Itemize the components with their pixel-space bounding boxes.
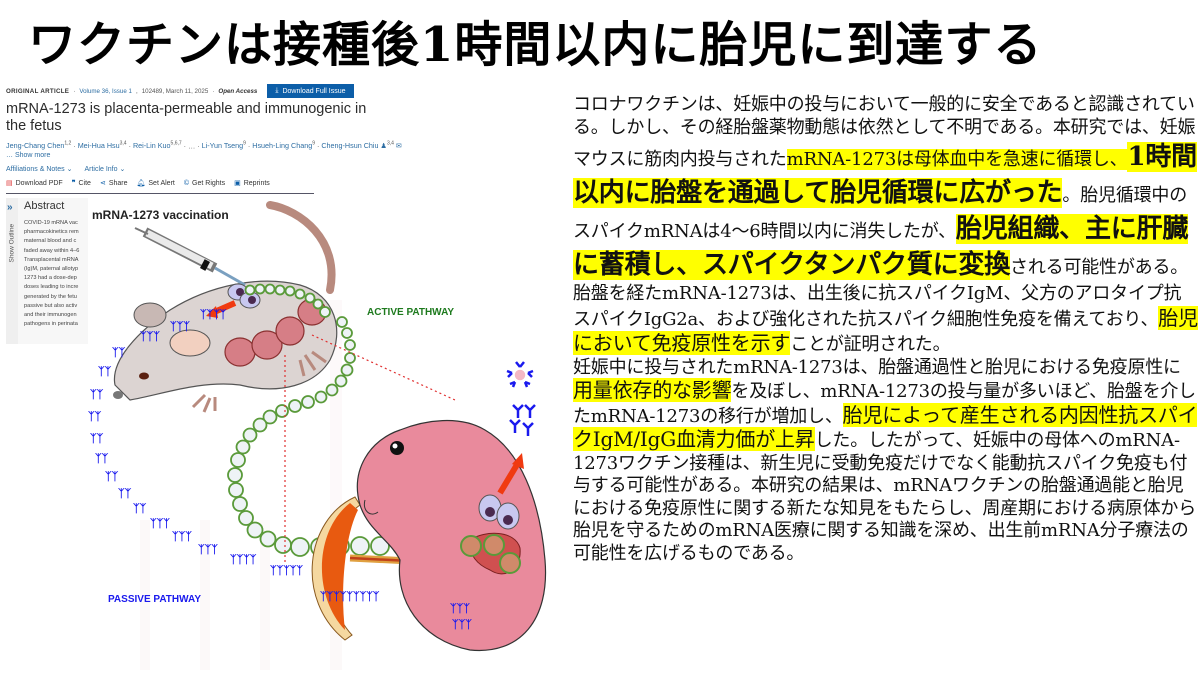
- article-type: ORIGINAL ARTICLE: [6, 87, 70, 95]
- svg-text:ᛉᛉ: ᛉᛉ: [112, 346, 126, 359]
- headline: ワクチンは接種後1時間以内に胎児に到達する: [28, 17, 1043, 73]
- bell-icon: 🔔︎: [136, 180, 146, 188]
- get-rights-button[interactable]: ©Get Rights: [183, 179, 226, 187]
- svg-text:ᛉᛉᛉ: ᛉᛉᛉ: [140, 330, 160, 343]
- article-title: mRNA-1273 is placenta-permeable and immu…: [6, 101, 367, 134]
- antibody-arc: ᛉᛉᛉᛉ ᛉᛉᛉ ᛉᛉᛉ ᛉᛉ ᛉᛉ ᛉᛉ ᛉᛉ ᛉᛉ ᛉᛉ ᛉᛉ ᛉᛉ ᛉᛉ …: [88, 308, 472, 631]
- svg-text:ᛉᛉ: ᛉᛉ: [95, 452, 109, 465]
- highlight: 用量依存的な影響: [573, 378, 732, 402]
- reprints-button[interactable]: ▣Reprints: [234, 180, 270, 188]
- summary-paragraph-2: 妊娠中に投与されたmRNA-1273は、胎盤通過性と胎児における免疫原性に用量依…: [573, 356, 1198, 564]
- svg-text:ᛉᛉ: ᛉᛉ: [98, 365, 112, 378]
- svg-text:ᛉᛉᛉ: ᛉᛉᛉ: [150, 517, 170, 530]
- abstract-heading: Abstract: [24, 200, 65, 212]
- article-id-date: 102489, March 11, 2025: [141, 87, 209, 95]
- author-link[interactable]: Cheng-Hsun Chiu ♟3,4 ✉: [321, 141, 402, 151]
- summary-paragraph-1: コロナワクチンは、妊娠中の投与において一般的に安全であると認識されている。しかし…: [573, 94, 1198, 355]
- immune-cell-icon: [227, 283, 261, 309]
- download-pdf-button[interactable]: ▤Download PDF: [6, 180, 63, 188]
- divider: [6, 193, 314, 194]
- double-chevron-icon: »: [7, 202, 13, 213]
- svg-text:ᛉᛉᛉ: ᛉᛉᛉ: [170, 320, 190, 333]
- affiliations-toggle[interactable]: Affiliations & Notes ⌄: [6, 166, 73, 174]
- summary-text: コロナワクチンは、妊娠中の投与において一般的に安全であると認識されている。しかし…: [573, 94, 1198, 565]
- antibody-cluster-icon: [506, 361, 536, 436]
- chevron-down-icon: ⌄: [119, 166, 126, 174]
- fetus-icon: [356, 420, 547, 652]
- share-button[interactable]: ⋖Share: [99, 180, 128, 188]
- svg-text:ᛉᛉ: ᛉᛉ: [133, 502, 147, 515]
- chevron-down-icon: ⌄: [66, 166, 73, 174]
- svg-text:ᛉᛉ: ᛉᛉ: [90, 432, 104, 445]
- graphical-abstract: ᛉᛉᛉᛉ ᛉᛉᛉ ᛉᛉᛉ ᛉᛉ ᛉᛉ ᛉᛉ ᛉᛉ ᛉᛉ ᛉᛉ ᛉᛉ ᛉᛉ ᛉᛉ …: [88, 201, 547, 670]
- open-access-badge: Open Access: [218, 87, 258, 95]
- svg-text:ᛉᛉᛉ: ᛉᛉᛉ: [172, 530, 192, 543]
- svg-text:ᛉᛉ: ᛉᛉ: [88, 410, 102, 423]
- svg-text:ᛉᛉᛉᛉ: ᛉᛉᛉᛉ: [230, 553, 257, 566]
- article-info-toggle[interactable]: Article Info ⌄: [84, 166, 126, 174]
- svg-text:ᛉᛉᛉᛉᛉ: ᛉᛉᛉᛉᛉ: [270, 564, 303, 577]
- cite-button[interactable]: ❞Cite: [71, 180, 91, 188]
- svg-text:ᛉᛉᛉ: ᛉᛉᛉ: [450, 602, 470, 615]
- author-link[interactable]: Mei-Hua Hsu3,4: [77, 141, 127, 151]
- svg-text:ᛉᛉᛉᛉ: ᛉᛉᛉᛉ: [200, 308, 227, 321]
- active-pathway-label: ACTIVE PATHWAY: [367, 307, 455, 318]
- share-icon: ⋖: [99, 180, 106, 188]
- svg-text:ᛉᛉ: ᛉᛉ: [105, 470, 119, 483]
- vaccination-label: mRNA-1273 vaccination: [92, 208, 229, 222]
- author-list: Jeng-Chang Chen1,2 · Mei-Hua Hsu3,4 · Re…: [6, 141, 402, 151]
- author-link[interactable]: Jeng-Chang Chen1,2: [6, 141, 72, 151]
- show-outline-tab[interactable]: » Show Outline: [6, 198, 18, 344]
- pdf-icon: ▤: [6, 180, 13, 188]
- passive-pathway-label: PASSIVE PATHWAY: [108, 594, 201, 605]
- article-header: ORIGINAL ARTICLE · Volume 36, Issue 1 , …: [6, 84, 402, 188]
- svg-text:ᛉᛉ: ᛉᛉ: [118, 487, 132, 500]
- author-ellipsis: …: [188, 141, 196, 151]
- download-full-issue-button[interactable]: ⤓ Download Full Issue: [267, 84, 354, 98]
- article-meta: ORIGINAL ARTICLE · Volume 36, Issue 1 , …: [6, 84, 401, 98]
- set-alert-button[interactable]: 🔔︎Set Alert: [136, 180, 175, 188]
- article-toolbar: ▤Download PDF ❞Cite ⋖Share 🔔︎Set Alert ©…: [6, 179, 401, 188]
- svg-text:ᛉᛉᛉ: ᛉᛉᛉ: [452, 618, 472, 631]
- mouse-icon: [113, 201, 338, 413]
- email-icon[interactable]: ✉: [395, 141, 402, 151]
- copyright-icon: ©: [183, 179, 190, 187]
- svg-text:ᛉᛉᛉ: ᛉᛉᛉ: [198, 543, 218, 556]
- highlight: mRNA-1273は母体血中を急速に循環し、: [786, 149, 1128, 170]
- author-link[interactable]: Rei-Lin Kuo5,6,7: [132, 141, 182, 151]
- svg-text:ᛉᛉᛉᛉᛉᛉᛉᛉᛉ: ᛉᛉᛉᛉᛉᛉᛉᛉᛉ: [320, 590, 380, 603]
- volume-link[interactable]: Volume 36, Issue 1: [79, 87, 132, 95]
- abstract-panel: [18, 198, 88, 344]
- author-link[interactable]: Li-Yun Tseng9: [201, 141, 246, 151]
- svg-text:ᛉᛉ: ᛉᛉ: [90, 388, 104, 401]
- reprints-icon: ▣: [234, 180, 241, 188]
- quote-icon: ❞: [71, 180, 76, 188]
- abstract-text: COVID-19 mRNA vac pharmacokinetics rem m…: [24, 220, 80, 328]
- syringe-icon: [134, 227, 246, 287]
- show-more-link[interactable]: … Show more: [6, 152, 51, 160]
- person-icon: ♟: [380, 141, 387, 151]
- download-icon: ⤓: [275, 87, 279, 94]
- author-link[interactable]: Hsueh-Ling Chang9: [252, 141, 315, 151]
